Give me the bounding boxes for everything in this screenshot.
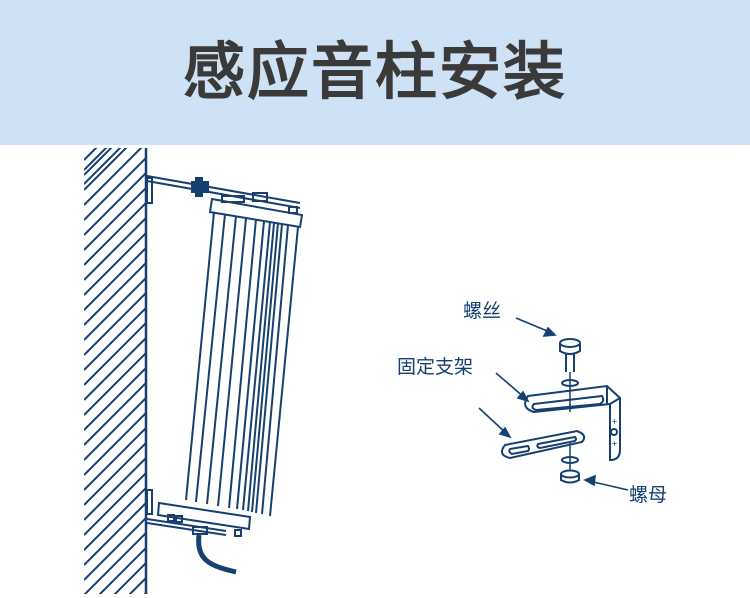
svg-text:+: +	[611, 439, 618, 448]
bottom-cap	[156, 501, 252, 531]
speaker-column	[146, 175, 304, 537]
screw-head	[559, 338, 581, 348]
bottom-wall-plate	[146, 489, 153, 515]
page-title: 感应音柱安装	[182, 35, 567, 108]
wall-hatch	[84, 148, 122, 185]
nut	[560, 469, 580, 479]
cable-gland	[192, 526, 208, 535]
label-screw: 螺丝	[463, 300, 502, 322]
bracket-exploded-view: + +	[500, 338, 621, 484]
callout-arrows	[478, 317, 629, 491]
top-cap	[208, 197, 304, 229]
svg-text:+: +	[611, 417, 618, 426]
cable	[196, 534, 237, 575]
label-nut: 螺母	[629, 484, 668, 506]
fixed-bracket	[524, 384, 621, 462]
label-fixed-bracket: 固定支架	[397, 356, 474, 378]
top-wall-plate	[146, 177, 153, 204]
header-banner: 感应音柱安装	[0, 0, 750, 145]
angle-adjust-bracket	[500, 429, 586, 460]
